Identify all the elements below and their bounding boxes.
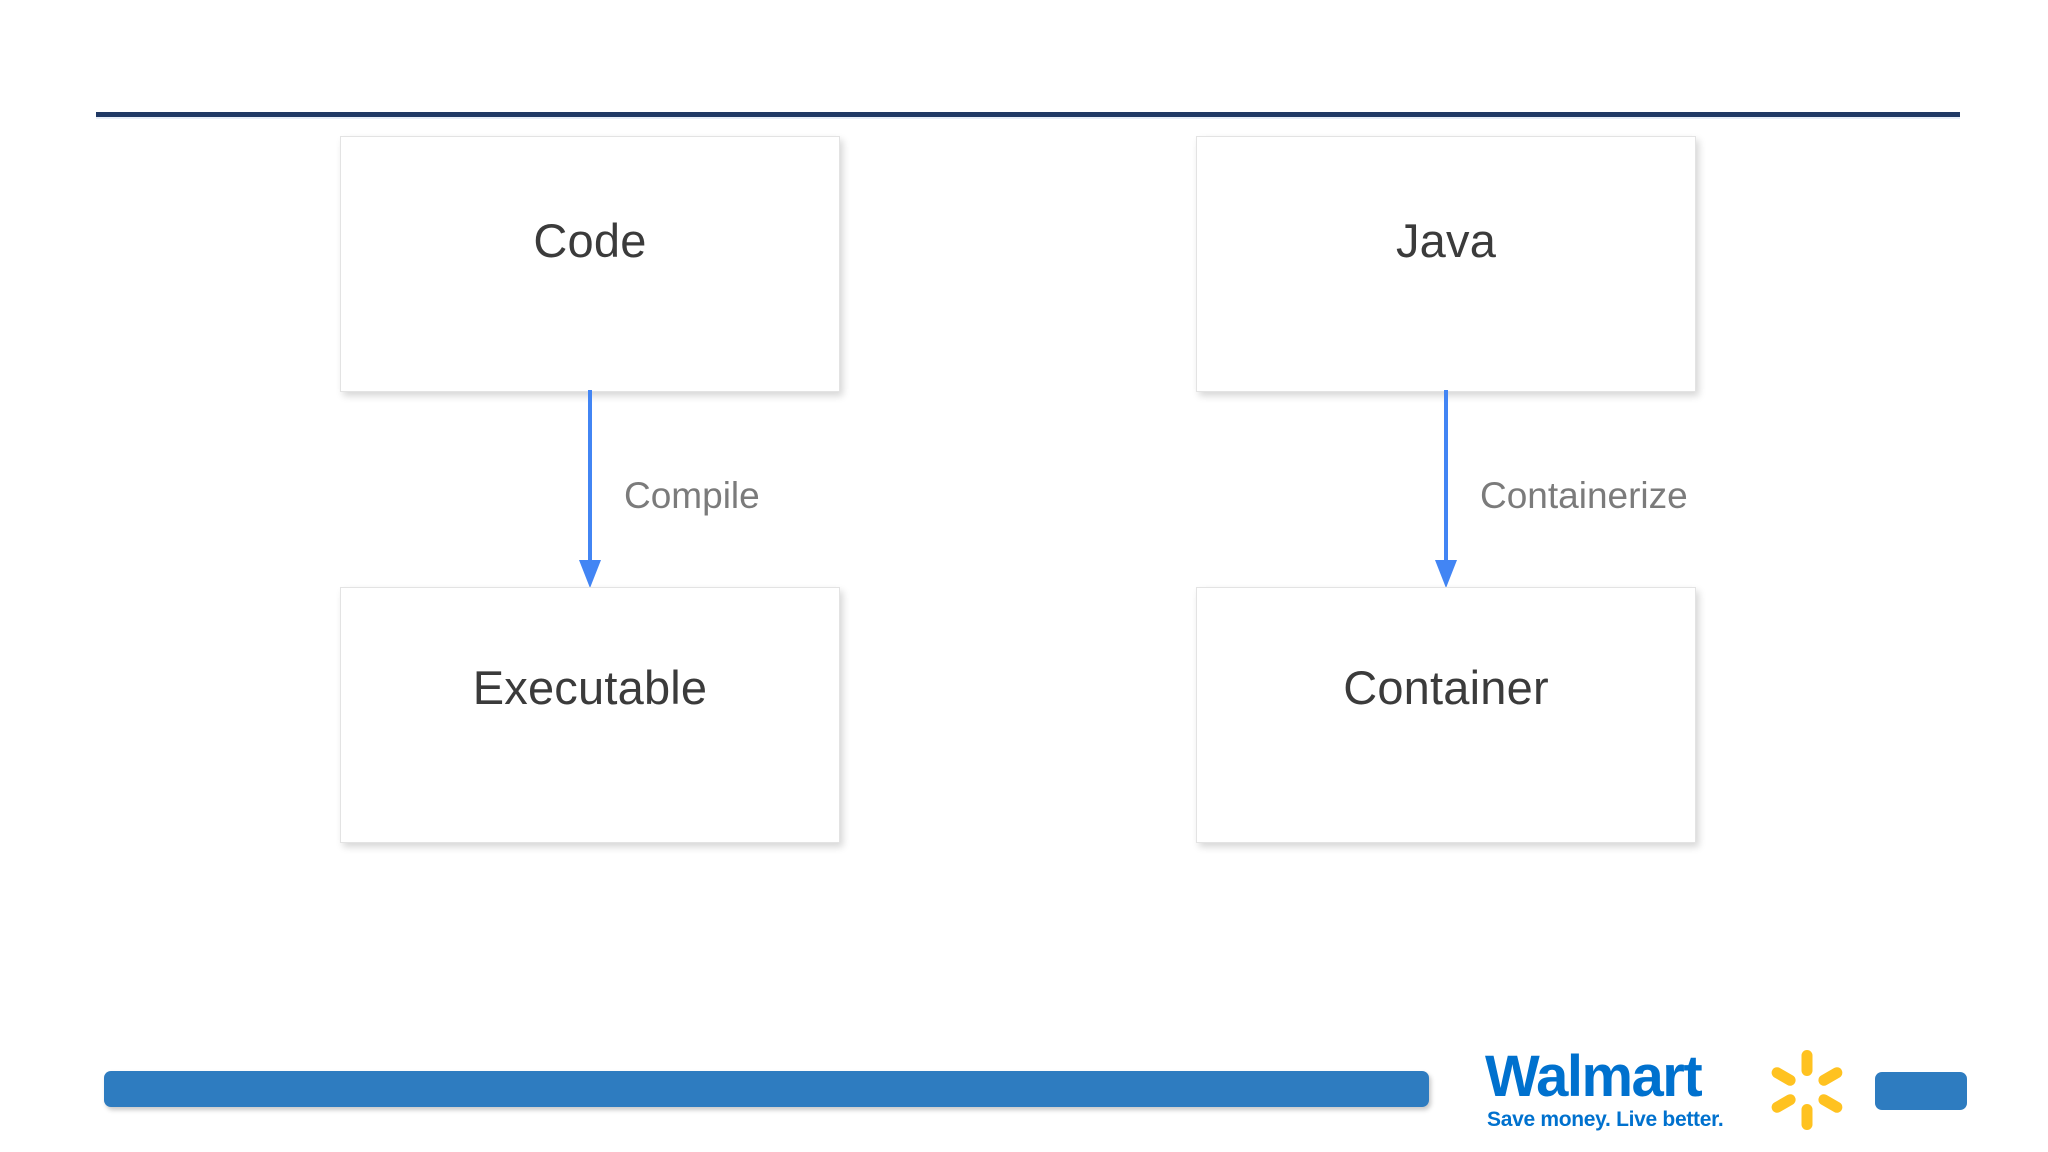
footer-logo-badge [1875, 1072, 1967, 1110]
node-executable[interactable]: Executable [340, 587, 840, 843]
node-container-label: Container [1343, 660, 1549, 714]
node-code[interactable]: Code [340, 136, 840, 392]
arrow-containerize [1426, 390, 1466, 590]
node-java[interactable]: Java [1196, 136, 1696, 392]
header-divider-rule [96, 112, 1960, 117]
node-code-label: Code [533, 213, 647, 267]
edge-label-containerize: Containerize [1480, 475, 1688, 516]
header-divider-hairline [96, 117, 1960, 119]
arrow-compile [570, 390, 610, 590]
node-container[interactable]: Container [1196, 587, 1696, 843]
node-java-label: Java [1395, 213, 1497, 267]
walmart-spark-icon [1763, 1046, 1851, 1134]
node-executable-label: Executable [472, 660, 708, 714]
walmart-wordmark: Walmart [1485, 1044, 1703, 1109]
edge-label-compile: Compile [624, 475, 760, 516]
walmart-logo: Walmart Save money. Live better. [1485, 1044, 1967, 1134]
footer-accent-bar [104, 1071, 1429, 1107]
walmart-tagline: Save money. Live better. [1487, 1108, 1724, 1131]
